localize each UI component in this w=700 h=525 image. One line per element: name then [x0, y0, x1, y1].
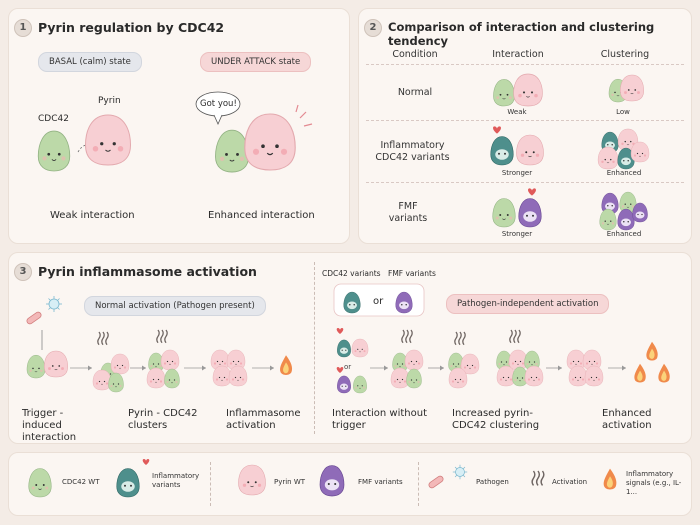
caption-enhanced-interaction: Enhanced interaction [208, 210, 315, 221]
panel1-number-badge: 1 [14, 19, 32, 37]
row-fmf-variants-condition: FMF variants [388, 201, 428, 224]
row-normal-interaction: Weak [507, 108, 527, 116]
header-condition: Condition [392, 49, 438, 60]
legend-inflammatory-signals: Inflammatory signals (e.g., IL-1... [626, 470, 682, 496]
or-text: or [373, 296, 384, 307]
cdc42-variants-label: CDC42 variants [322, 269, 381, 278]
legend-pyrin-wt: Pyrin WT [274, 478, 306, 486]
basal-state-pill: BASAL (calm) state [38, 52, 142, 72]
cdc42-label: CDC42 [38, 114, 69, 124]
row-fmf-variants-clustering: Enhanced [606, 230, 642, 238]
step-pyrin-cdc42-clusters: Pyrin - CDC42 clusters [128, 408, 198, 431]
step-increased-clustering: Increased pyrin-CDC42 clustering [452, 408, 540, 431]
independent-pathway-art: or [336, 328, 670, 394]
step-enhanced-activation: Enhanced activation [602, 408, 652, 431]
basal-characters [37, 114, 132, 172]
attack-characters [214, 104, 313, 173]
variant-selector-box [333, 283, 425, 317]
table-divider [366, 64, 684, 65]
row-normal-clustering: Low [616, 108, 630, 116]
row-cdc42-variants-interaction: Stronger [501, 169, 533, 177]
svg-text:or: or [344, 363, 351, 371]
legend-divider-2 [418, 462, 419, 506]
step-interaction-without-trigger: Interaction without trigger [332, 408, 428, 431]
legend-fmf-variants: FMF variants [358, 478, 403, 486]
panel3-vertical-divider [314, 262, 315, 434]
speech-bubble [195, 91, 241, 125]
pyrin-label: Pyrin [98, 96, 121, 106]
fmf-variant-icon [319, 465, 345, 497]
panel3-number-badge: 3 [14, 263, 32, 281]
header-clustering: Clustering [600, 49, 650, 60]
step-inflammasome-activation: Inflammasome activation [226, 408, 301, 431]
legend-activation: Activation [552, 478, 588, 486]
row-normal-condition: Normal [397, 87, 433, 98]
fmf-variants-label: FMF variants [388, 269, 436, 278]
panel-pyrin-regulation [8, 8, 350, 244]
inflammatory-variant-icon [116, 468, 140, 498]
legend-panel [8, 452, 692, 516]
row-cdc42-variants-clustering: Enhanced [606, 169, 642, 177]
cdc42-wt-icon [28, 468, 52, 498]
legend-icons [28, 459, 617, 498]
legend-pathogen: Pathogen [476, 478, 509, 486]
row-fmf-variants-interaction: Stronger [501, 230, 533, 238]
legend-divider-1 [210, 462, 211, 506]
caption-weak-interaction: Weak interaction [50, 210, 135, 221]
row-divider-1 [366, 120, 684, 121]
legend-cdc42-wt: CDC42 WT [62, 478, 100, 486]
pyrin-wt-icon [238, 464, 266, 496]
normal-pathway-art [25, 295, 293, 393]
speech-text: Got you! [200, 99, 237, 109]
panel3-title: Pyrin inflammasome activation [38, 264, 257, 279]
header-interaction: Interaction [492, 49, 544, 60]
panel2-title: Comparison of interaction and clustering… [388, 20, 655, 48]
normal-activation-pill: Normal activation (Pathogen present) [84, 296, 266, 316]
legend-inflammatory-variants: Inflammatory variants [152, 472, 200, 489]
panel1-title: Pyrin regulation by CDC42 [38, 20, 225, 35]
row-divider-2 [366, 182, 684, 183]
step-trigger-induced: Trigger - induced interaction [22, 408, 77, 443]
attack-state-pill: UNDER ATTACK state [200, 52, 312, 72]
pathogen-independent-pill: Pathogen-independent activation [446, 294, 610, 314]
row-cdc42-variants-condition: Inflammatory CDC42 variants [375, 140, 450, 163]
panel2-number-badge: 2 [364, 19, 382, 37]
